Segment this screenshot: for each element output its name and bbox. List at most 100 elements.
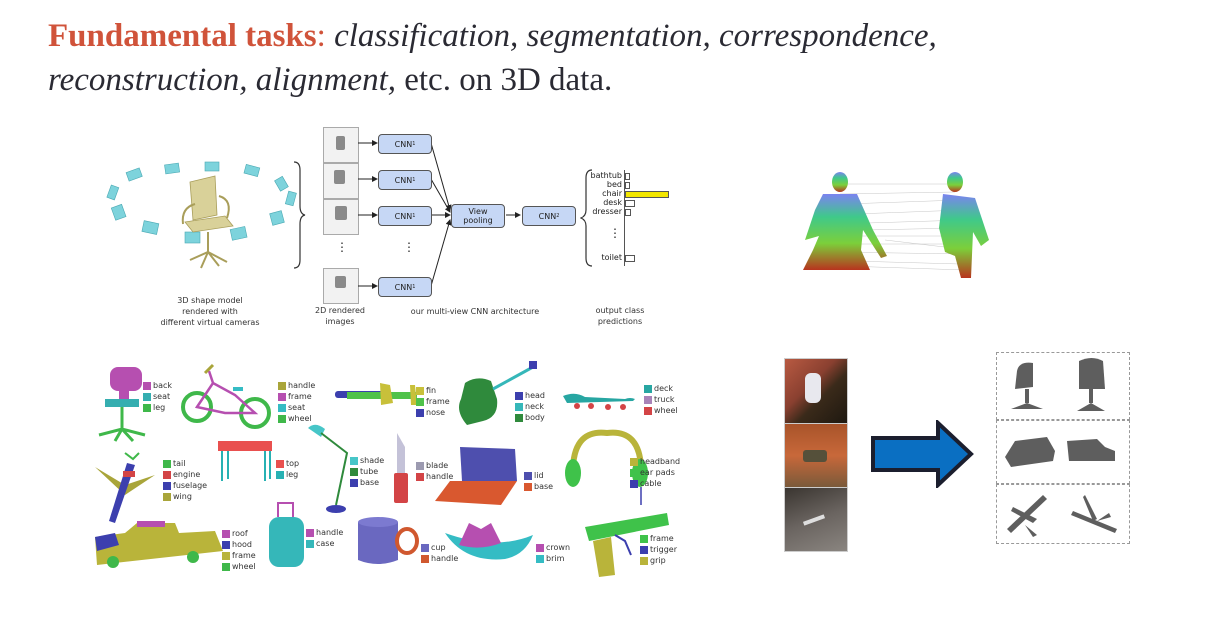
segmented-shapes <box>95 361 669 577</box>
cnn-sub: 2 <box>556 213 560 219</box>
legend-swatch <box>143 392 151 401</box>
legend-label: top <box>286 459 300 468</box>
legend-label: ear pads <box>640 468 675 477</box>
legend-item: lid <box>524 470 553 481</box>
legend-label: brim <box>546 554 565 563</box>
legend-swatch <box>278 381 286 390</box>
mvcnn-arrows <box>358 140 521 289</box>
legend-label: back <box>153 381 173 390</box>
pool-label: pooling <box>463 216 493 225</box>
legend-item: engine <box>163 469 207 480</box>
class-label: chair <box>602 189 622 198</box>
legend-swatch <box>278 392 286 401</box>
legend-swatch <box>163 492 171 501</box>
legend-swatch <box>640 545 648 554</box>
title-highlight: Fundamental tasks <box>48 18 317 54</box>
legend-label: handle <box>316 528 344 537</box>
legend-swatch <box>536 554 544 563</box>
legend-item: handle <box>278 380 315 391</box>
legend-swatch <box>630 479 638 488</box>
title-tasks-2: reconstruction, alignment, <box>48 62 396 98</box>
legend-item: seat <box>278 402 315 413</box>
brace-left <box>293 161 306 269</box>
legend-swatch <box>306 539 314 548</box>
legend-swatch <box>416 461 424 470</box>
slide-title: Fundamental tasks: classification, segme… <box>48 14 937 102</box>
legend-label: frame <box>232 551 256 560</box>
legend-label: deck <box>654 384 674 393</box>
legend-item: roof <box>222 528 256 539</box>
legend-item: shade <box>350 455 384 466</box>
legend-item: base <box>350 477 384 488</box>
legend-item: headband <box>630 456 680 467</box>
camera-icon <box>125 167 143 182</box>
legend-swatch <box>416 408 424 417</box>
class-label: bathtub <box>590 171 622 180</box>
legend-label: head <box>525 391 545 400</box>
legend-swatch <box>524 482 532 491</box>
camera-icon <box>164 162 180 175</box>
class-score-bar <box>625 255 636 262</box>
legend-swatch <box>416 386 424 395</box>
legend-item: case <box>306 538 343 549</box>
legend-swatch <box>276 470 284 479</box>
legend-label: handle <box>431 554 459 563</box>
caption-line: predictions <box>597 317 643 326</box>
cnn-label: CNN <box>394 211 413 221</box>
legend-item: leg <box>276 469 299 480</box>
legend-swatch <box>640 556 648 565</box>
airplane-reconstructions <box>1007 495 1117 537</box>
class-score-bar <box>625 173 630 180</box>
legend-label: lid <box>534 471 544 480</box>
chair-model <box>181 175 234 269</box>
camera-icon <box>106 184 120 201</box>
legend-label: frame <box>650 534 674 543</box>
legend-item: leg <box>143 402 172 413</box>
legend-swatch <box>524 471 532 480</box>
title-line-1: Fundamental tasks: classification, segme… <box>48 14 937 58</box>
legend-item: frame <box>640 533 677 544</box>
cnn-label: CNN <box>394 175 413 185</box>
legend-swatch <box>416 397 424 406</box>
legend-item: blade <box>416 460 453 471</box>
knife-shape <box>394 433 408 503</box>
legend-item: back <box>143 380 172 391</box>
caption-line: images <box>325 317 355 326</box>
mug-shape <box>358 517 419 564</box>
legend-label: nose <box>426 408 446 417</box>
legend-swatch <box>163 459 171 468</box>
caption-model: 3D shape model rendered with different v… <box>150 295 270 328</box>
class-score-bar <box>625 182 630 189</box>
legend-label: grip <box>650 556 666 565</box>
legend-swatch <box>421 554 429 563</box>
chair-shape <box>98 367 146 443</box>
skateboard-shape <box>563 393 635 410</box>
legend-swatch <box>278 414 286 423</box>
legend-item: base <box>524 481 553 492</box>
legend-label: wing <box>173 492 192 501</box>
prediction-axis <box>624 170 625 266</box>
legend-label: hood <box>232 540 252 549</box>
legend-label: leg <box>153 403 166 412</box>
legend-swatch <box>163 481 171 490</box>
legend-item: body <box>515 412 545 423</box>
legend-label: wheel <box>232 562 256 571</box>
legend-swatch <box>143 403 151 412</box>
caption-line: rendered with <box>182 307 238 316</box>
legend-item: frame <box>416 396 450 407</box>
caption-images: 2D rendered images <box>300 305 380 327</box>
cnn-sub: 1 <box>412 284 416 290</box>
legend-label: headband <box>640 457 681 466</box>
legend-swatch <box>350 467 358 476</box>
legend-label: base <box>360 478 380 487</box>
legend-swatch <box>515 413 523 422</box>
